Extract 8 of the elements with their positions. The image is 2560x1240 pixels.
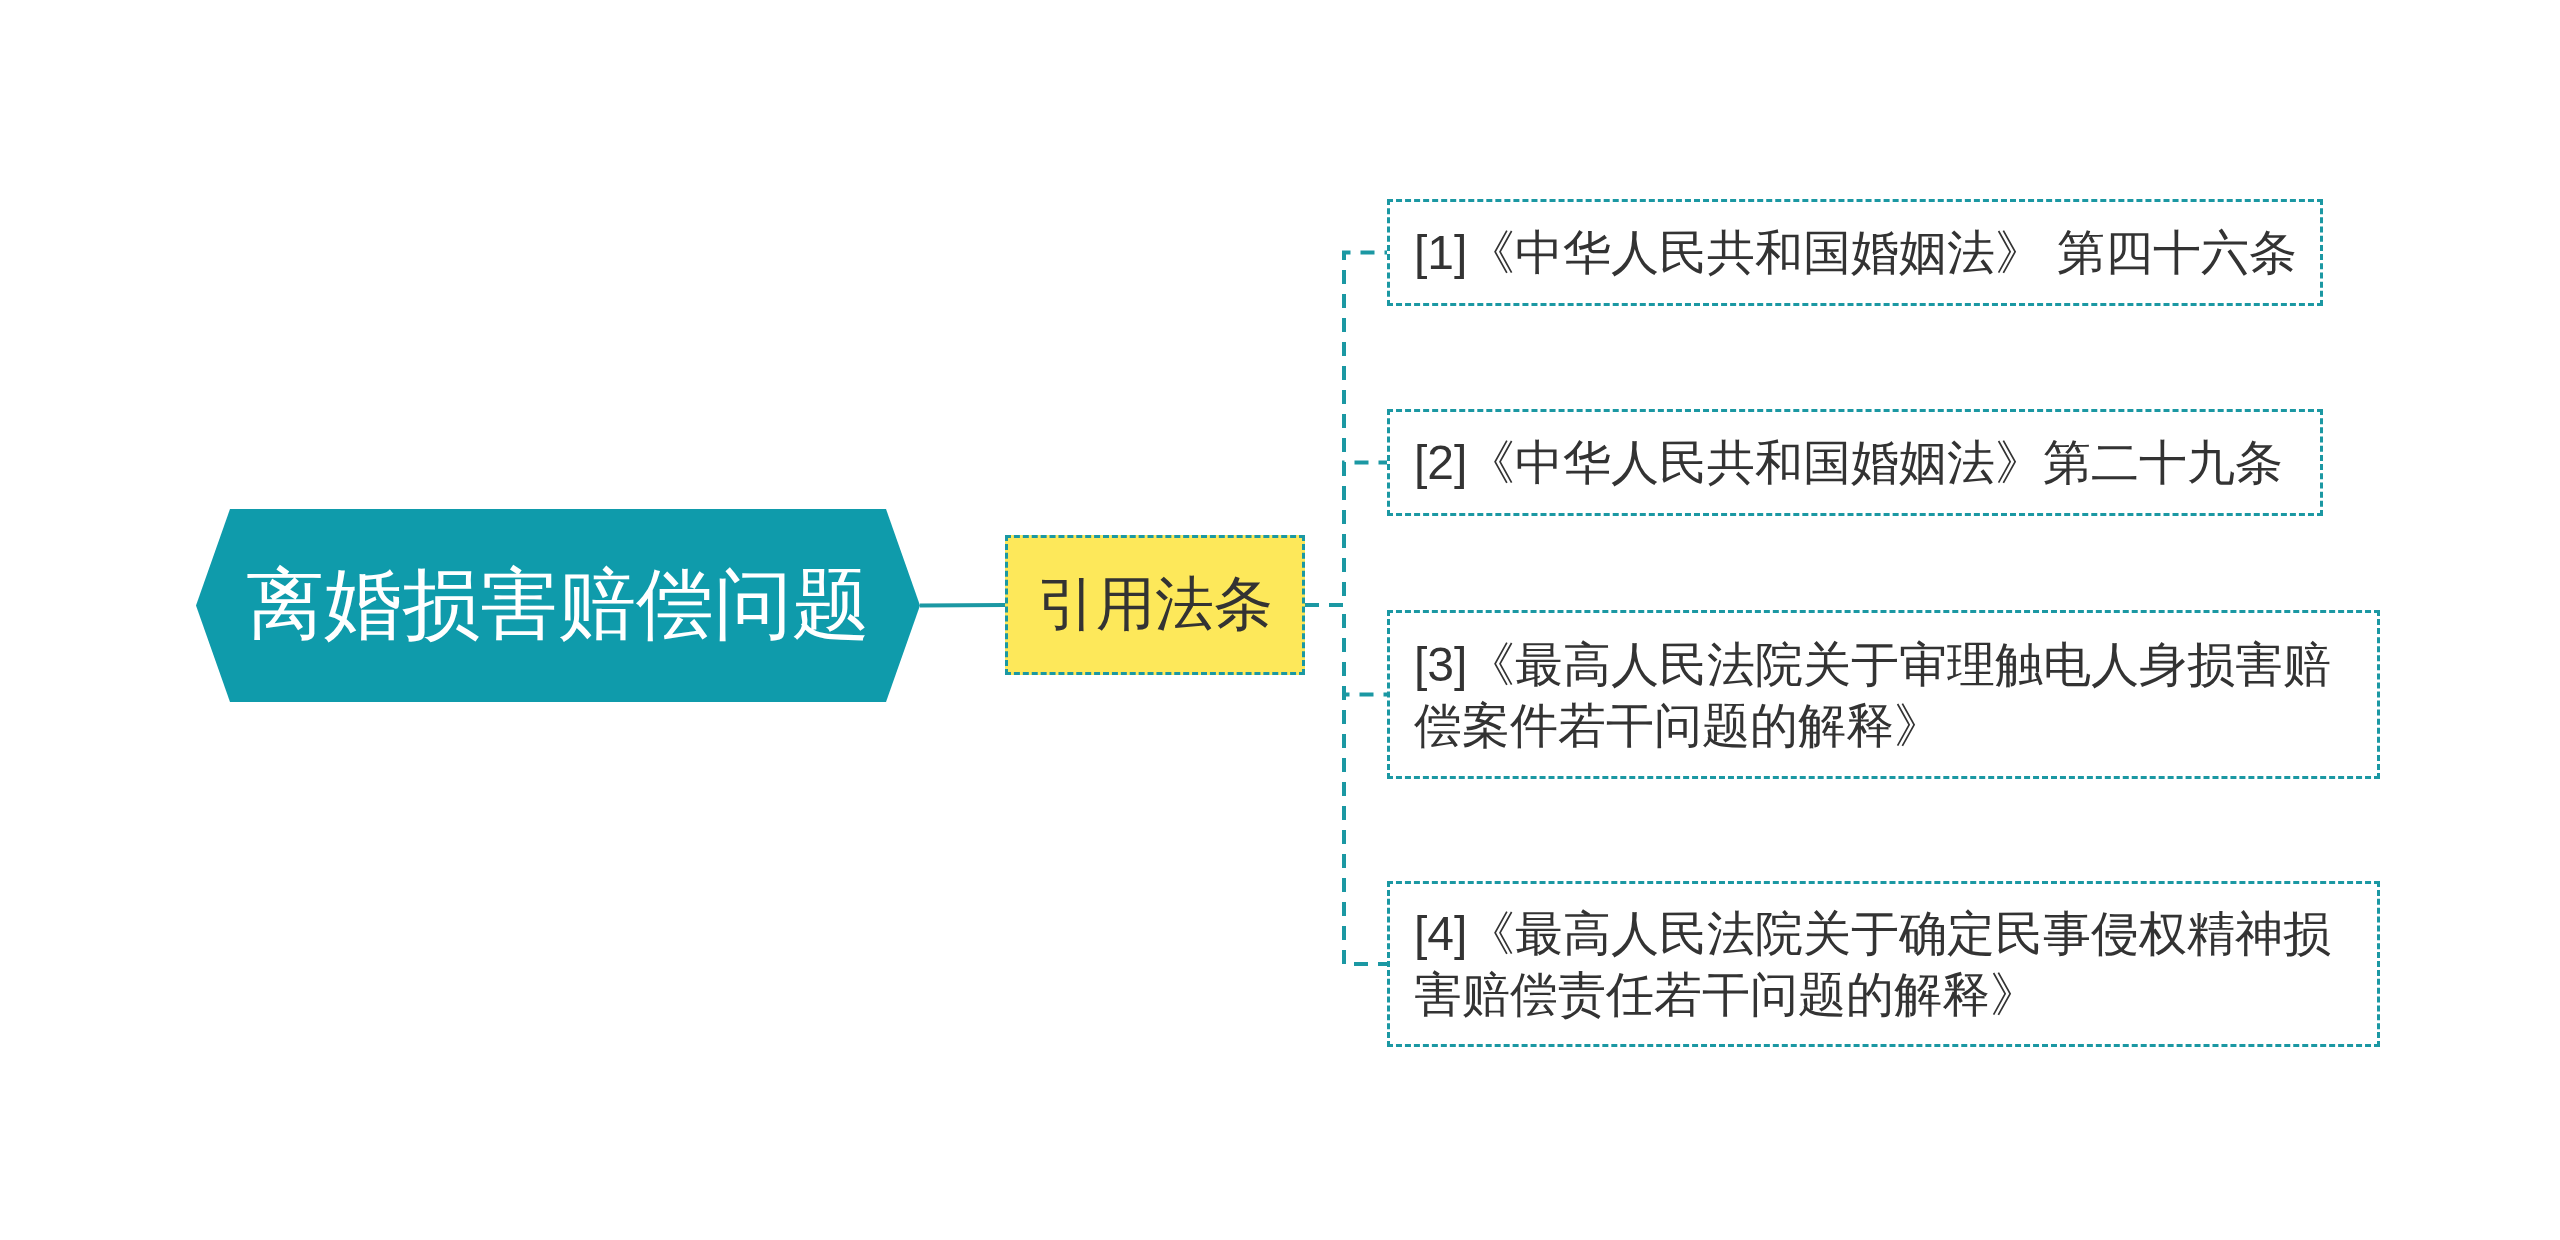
citation-box: [1]《中华人民共和国婚姻法》 第四十六条 [1387, 199, 2323, 306]
hexagon-topic: 离婚损害赔偿问题 [196, 509, 920, 702]
connector [920, 603, 1005, 608]
connector [1305, 603, 1387, 966]
citation-box: [3]《最高人民法院关于审理触电人身损害赔偿案件若干问题的解释》 [1387, 610, 2380, 779]
citation-box: [2]《中华人民共和国婚姻法》第二十九条 [1387, 409, 2323, 516]
topic-box: 引用法条 [1005, 535, 1305, 675]
citation-box: [4]《最高人民法院关于确定民事侵权精神损害赔偿责任若干问题的解释》 [1387, 881, 2380, 1047]
